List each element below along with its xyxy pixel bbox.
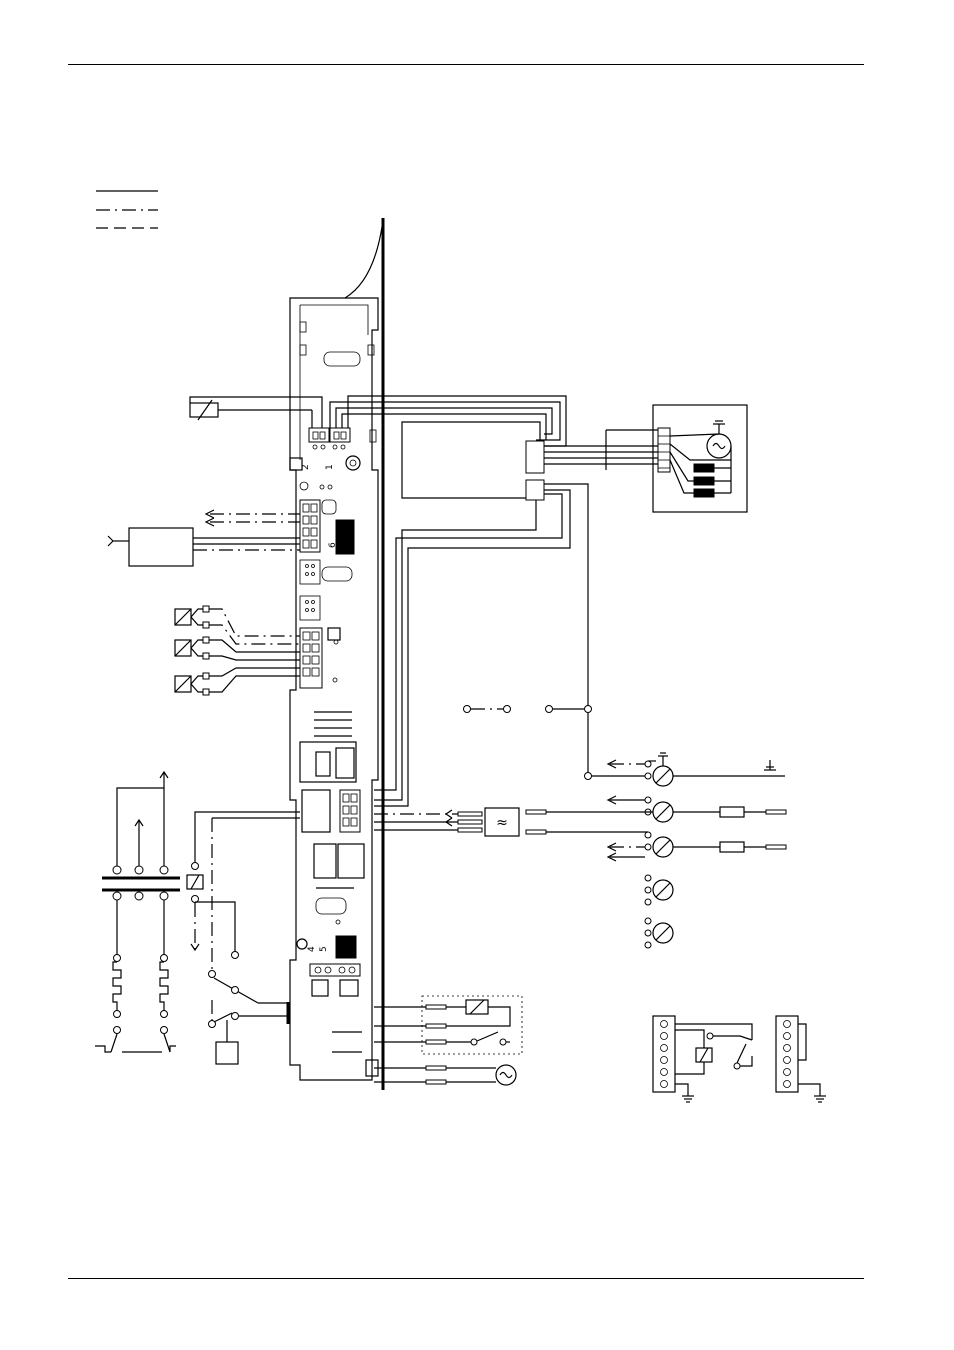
- board-slot-top: [324, 352, 360, 366]
- board-potentiometer: [346, 456, 360, 470]
- fan-wiring: [330, 396, 658, 806]
- aux-terminal-1: [645, 875, 673, 905]
- filter-output-pin-1: [458, 812, 482, 816]
- large-relay-1: [314, 844, 336, 878]
- board-outline: [290, 298, 378, 1080]
- motor-winding-2: [694, 477, 714, 485]
- auxiliary-device-box: [216, 1042, 238, 1064]
- bottom-terminal-row: [310, 964, 360, 976]
- power-connector-left: [302, 790, 330, 832]
- thermal-switch-1: [95, 1034, 117, 1052]
- motor-winding-1: [694, 464, 714, 472]
- mains-fuse-l: [720, 807, 744, 817]
- connector-5-label: 5: [319, 946, 329, 952]
- line-type-legend: [96, 191, 158, 228]
- connector-2-block: [309, 428, 329, 442]
- actuator-3: [175, 668, 300, 695]
- heater-element-1: [113, 962, 121, 1018]
- mains-section: ≈: [374, 706, 786, 949]
- ntc-sensor: [190, 397, 322, 428]
- ntc-sensor-body: [190, 403, 218, 417]
- remote-interface-box: [129, 528, 193, 566]
- relay-module-a: [653, 1016, 752, 1102]
- aux-terminal-2: [645, 918, 673, 948]
- heater-element-2: [160, 962, 168, 1018]
- mains-filter-symbol: ≈: [496, 815, 508, 831]
- connector-5-header: [336, 936, 356, 958]
- connector-1-block: [330, 428, 350, 442]
- mains-terminal-pe: [608, 753, 785, 786]
- thermal-switch-2: [164, 1034, 176, 1052]
- control-board: 2 1 6: [288, 218, 383, 1090]
- fan-connector-lower: [526, 480, 544, 500]
- filter-output-pin-2: [458, 820, 482, 824]
- motor-winding-3: [694, 489, 714, 497]
- filter-output-pin-3: [458, 828, 482, 832]
- actuator-2: [175, 637, 300, 660]
- fan-connector-upper: [526, 441, 544, 473]
- fan-motor-box: [653, 405, 747, 512]
- connector-1-label: 1: [325, 464, 335, 470]
- peripheral-devices: [374, 996, 522, 1085]
- mains-fuse-n: [720, 842, 744, 852]
- relay-module-b: [776, 1016, 826, 1102]
- connector-6-header: [336, 520, 354, 554]
- large-relay-2: [338, 844, 364, 878]
- motor-terminal-strip: [658, 428, 670, 472]
- board-hinge-arc: [345, 220, 383, 298]
- remote-interface: [108, 510, 300, 566]
- connector-6-label: 6: [328, 542, 338, 548]
- actuator-1: [175, 606, 300, 644]
- heater-contactor: [95, 772, 300, 1064]
- connector-4-label: 4: [307, 946, 317, 952]
- actuators: [175, 606, 300, 695]
- mains-terminal-n: [540, 832, 786, 861]
- mains-terminal-l: [540, 796, 786, 822]
